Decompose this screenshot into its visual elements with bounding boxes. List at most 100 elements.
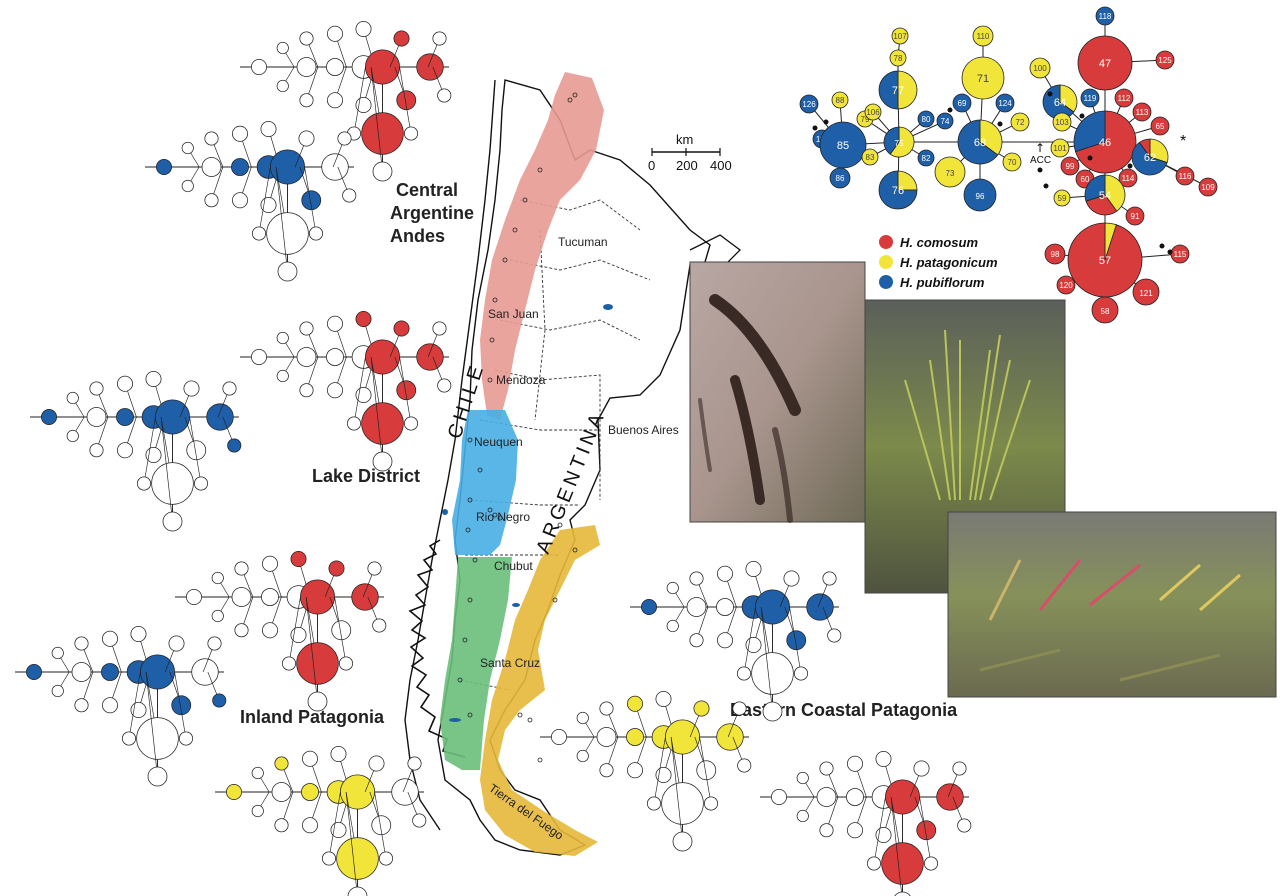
mini-node <box>822 571 837 586</box>
asterisk-mark: * <box>1180 133 1186 150</box>
mini-node <box>783 570 800 587</box>
mini-node <box>626 728 644 746</box>
mini-node <box>340 774 375 810</box>
node-slice <box>1067 222 1143 298</box>
node-label: 64 <box>1054 97 1066 109</box>
haplotype-node-101: 101 <box>1050 138 1070 158</box>
node-label: 78 <box>894 54 903 63</box>
mini-node <box>207 636 222 651</box>
mini-node <box>261 588 279 606</box>
node-slice <box>979 119 1003 156</box>
node-circle <box>1010 112 1030 132</box>
mini-node <box>346 416 362 431</box>
node-circle <box>1125 206 1145 226</box>
mini-node <box>361 402 404 445</box>
mini-node <box>396 380 417 401</box>
acc-arrow: ↑ <box>1035 141 1045 155</box>
node-label: 106 <box>866 108 880 117</box>
node-circle <box>963 178 997 212</box>
haplotype-node-62: 62 <box>1131 138 1169 176</box>
mini-node <box>599 701 614 716</box>
haplotype-node-65: 65 <box>1150 116 1170 136</box>
node-label: 100 <box>1033 64 1047 73</box>
node-label: 99 <box>1066 162 1075 171</box>
haplotype-node-57: 57 <box>1067 222 1143 298</box>
region-inland-area <box>440 557 512 770</box>
node-label: 71 <box>977 73 989 85</box>
node-slice <box>897 170 918 191</box>
node-slice <box>883 126 900 155</box>
mini-node <box>355 311 372 327</box>
mini-node <box>599 763 614 778</box>
mini-node <box>299 321 314 336</box>
haplotype-node-124: 124 <box>995 93 1015 113</box>
mini-node <box>407 756 422 771</box>
haplotype-node-100: 100 <box>1029 57 1051 79</box>
node-circle <box>936 112 954 130</box>
node-slice <box>1131 141 1168 176</box>
mini-node <box>171 695 192 716</box>
mini-node <box>372 161 393 182</box>
mini-node <box>351 583 379 611</box>
mini-node <box>276 369 289 383</box>
node-label: 121 <box>1139 289 1153 298</box>
region-coastal-area <box>480 525 600 856</box>
legend-label-pubiflorum: H. pubiflorum <box>900 275 985 290</box>
mini-node <box>155 399 190 435</box>
mini-node <box>251 59 267 75</box>
node-label: 68 <box>974 137 986 149</box>
node-label: 74 <box>941 117 950 126</box>
mini-node <box>755 589 790 625</box>
haplotype-node-103: 103 <box>1052 112 1072 132</box>
mini-node <box>178 731 194 746</box>
node-circle <box>1095 6 1115 26</box>
haplotype-node-88: 88 <box>831 91 849 109</box>
node-circle <box>1132 278 1160 306</box>
node-circle <box>961 56 1005 100</box>
label-santa-cruz: Santa Cruz <box>480 656 540 670</box>
label-buenos-aires: Buenos Aires <box>608 423 679 437</box>
node-circle <box>1044 243 1066 265</box>
node-label: 58 <box>1101 307 1110 316</box>
mini-node <box>689 633 704 648</box>
mini-node <box>847 822 863 839</box>
mini-node <box>260 121 277 137</box>
node-label: 110 <box>977 32 990 41</box>
mini-node <box>762 701 783 722</box>
node-label: 65 <box>1156 122 1165 131</box>
mini-node <box>672 831 693 852</box>
node-label: 114 <box>1122 174 1135 183</box>
haplotype-node-114: 114 <box>1118 168 1138 188</box>
mini-node <box>355 21 372 37</box>
region-label-lake-district: Lake District <box>312 466 420 486</box>
node-label: 75 <box>895 139 904 148</box>
mini-node <box>321 153 349 181</box>
network-inland-red <box>175 551 387 712</box>
mini-node <box>102 697 118 714</box>
haplotype-node-120: 120 <box>1056 275 1076 295</box>
node-circle <box>831 91 849 109</box>
mini-node <box>372 618 387 633</box>
chile-archipelago <box>408 539 466 758</box>
node-label: 82 <box>922 154 931 163</box>
mini-node <box>168 635 185 652</box>
scale-tick-200: 200 <box>676 158 698 173</box>
mini-node <box>365 339 400 375</box>
mini-node <box>342 188 357 203</box>
mini-node <box>66 391 79 405</box>
node-circle <box>995 93 1015 113</box>
mini-node <box>211 609 224 623</box>
node-label: 107 <box>893 32 907 41</box>
mini-node <box>296 57 317 77</box>
node-circle <box>1132 102 1152 122</box>
median-vector-dot <box>1127 163 1133 169</box>
node-label: 124 <box>998 99 1012 108</box>
mini-node <box>302 750 318 767</box>
node-circle <box>917 110 935 128</box>
mini-node <box>367 561 382 576</box>
mini-node <box>665 719 700 755</box>
mini-node <box>627 695 643 712</box>
mini-node <box>347 886 368 896</box>
haplotype-node-83: 83 <box>861 148 879 166</box>
mini-node <box>551 729 567 745</box>
